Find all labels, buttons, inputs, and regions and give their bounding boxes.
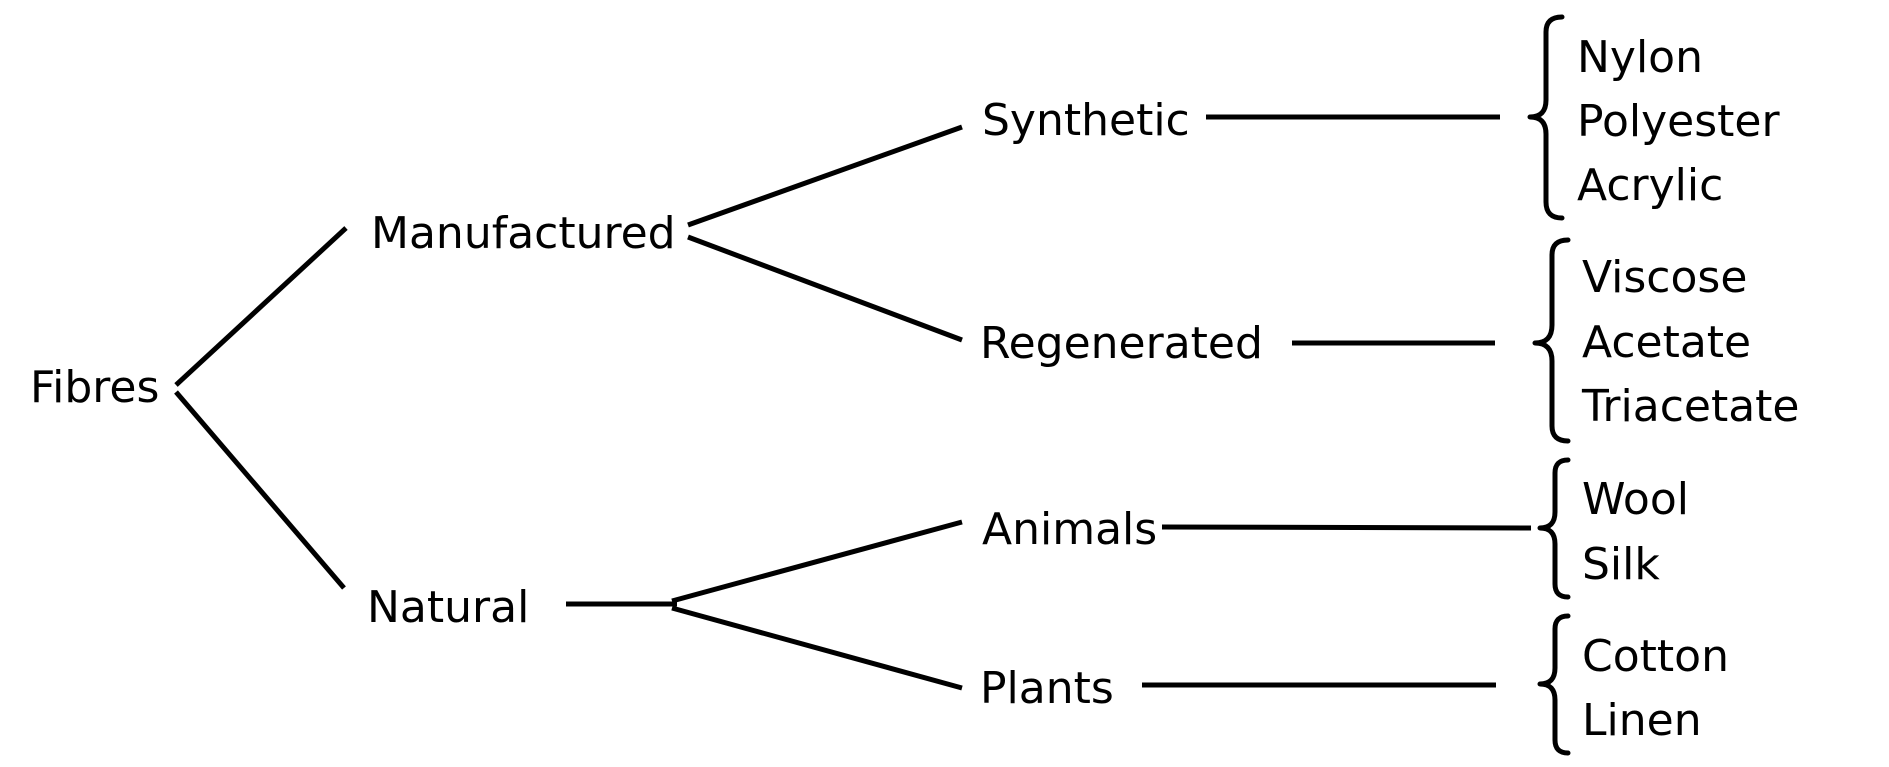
leaf-silk: Silk xyxy=(1582,539,1660,590)
leaf-linen: Linen xyxy=(1582,695,1702,746)
node-fibres: Fibres xyxy=(30,362,159,413)
node-manufactured: Manufactured xyxy=(371,208,676,259)
leaf-acetate: Acetate xyxy=(1582,317,1751,368)
leaf-acrylic: Acrylic xyxy=(1577,160,1723,211)
brace-animals-icon xyxy=(1537,457,1571,600)
connector-manufactured-regenerated xyxy=(687,234,963,343)
leaf-cotton: Cotton xyxy=(1582,631,1729,682)
connector-fibres-natural xyxy=(174,390,346,590)
connector-manufactured-synthetic xyxy=(687,124,963,228)
connector-fibres-manufactured xyxy=(174,226,348,387)
leaf-polyester: Polyester xyxy=(1577,96,1780,147)
leaf-wool: Wool xyxy=(1582,474,1689,525)
node-synthetic: Synthetic xyxy=(982,95,1190,146)
leaf-nylon: Nylon xyxy=(1577,32,1703,83)
brace-synthetic-icon xyxy=(1527,14,1565,221)
connector-natural-animals xyxy=(671,519,963,604)
node-animals: Animals xyxy=(982,504,1157,555)
connector-natural-plants xyxy=(671,605,963,691)
connector-animals-group xyxy=(1161,524,1532,531)
leaf-triacetate: Triacetate xyxy=(1581,381,1800,432)
leaf-viscose: Viscose xyxy=(1582,252,1747,303)
node-natural: Natural xyxy=(367,582,529,633)
node-plants: Plants xyxy=(980,663,1114,714)
node-regenerated: Regenerated xyxy=(980,318,1263,369)
brace-regenerated-icon xyxy=(1532,237,1571,444)
brace-plants-icon xyxy=(1537,613,1571,756)
